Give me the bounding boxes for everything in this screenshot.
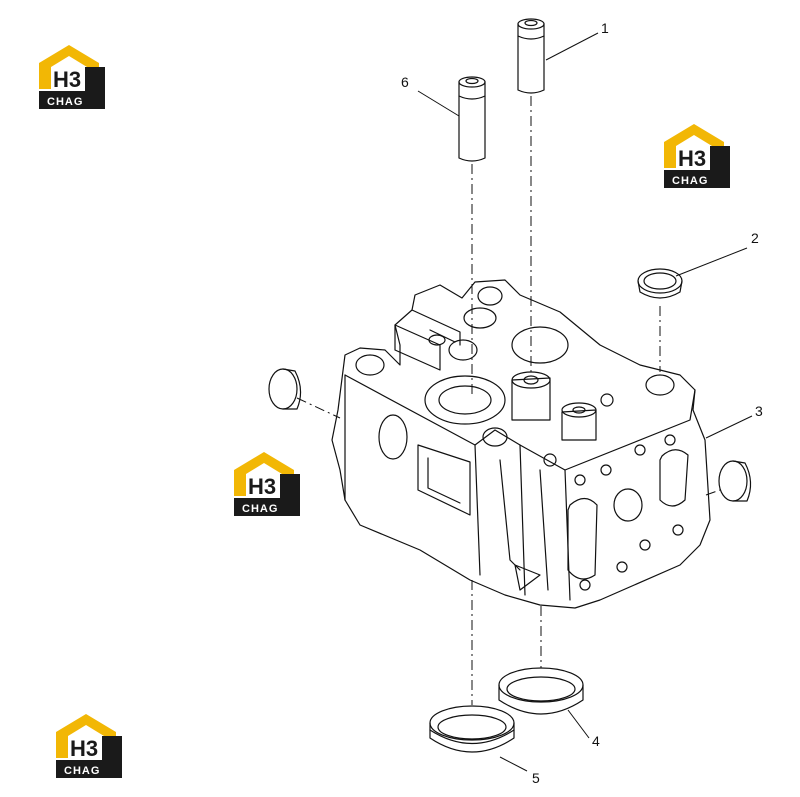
plug-part-2 <box>637 268 683 299</box>
svg-text:CHAG: CHAG <box>47 96 83 108</box>
callout-4: 4 <box>592 733 600 749</box>
callout-5: 5 <box>532 770 540 786</box>
callout-1: 1 <box>601 20 609 36</box>
callout-2: 2 <box>751 230 759 246</box>
valve-seat-part-4 <box>498 667 584 715</box>
right-plug <box>718 460 752 502</box>
leader-lines <box>417 32 753 772</box>
left-plug <box>268 368 302 410</box>
svg-text:CHAG: CHAG <box>64 765 100 777</box>
svg-text:H3: H3 <box>248 474 276 499</box>
valve-seat-part-5 <box>429 705 515 753</box>
callout-6: 6 <box>401 74 409 90</box>
svg-text:CHAG: CHAG <box>242 503 278 515</box>
valve-guide-part-1 <box>517 18 545 94</box>
svg-text:H3: H3 <box>70 736 98 761</box>
watermark-logo-top-left: H3 CHAG <box>39 45 105 109</box>
svg-text:CHAG: CHAG <box>672 175 708 187</box>
valve-guide-part-6 <box>458 76 486 162</box>
watermark-logo-top-right: H3 CHAG <box>664 124 730 188</box>
svg-text:H3: H3 <box>53 67 81 92</box>
assembly-axes <box>296 96 721 705</box>
cylinder-head-part-3 <box>331 279 711 609</box>
callout-3: 3 <box>755 403 763 419</box>
watermark-logo-middle-left: H3 CHAG <box>234 452 300 516</box>
svg-text:H3: H3 <box>678 146 706 171</box>
watermark-logo-bottom-left: H3 CHAG <box>56 714 122 778</box>
